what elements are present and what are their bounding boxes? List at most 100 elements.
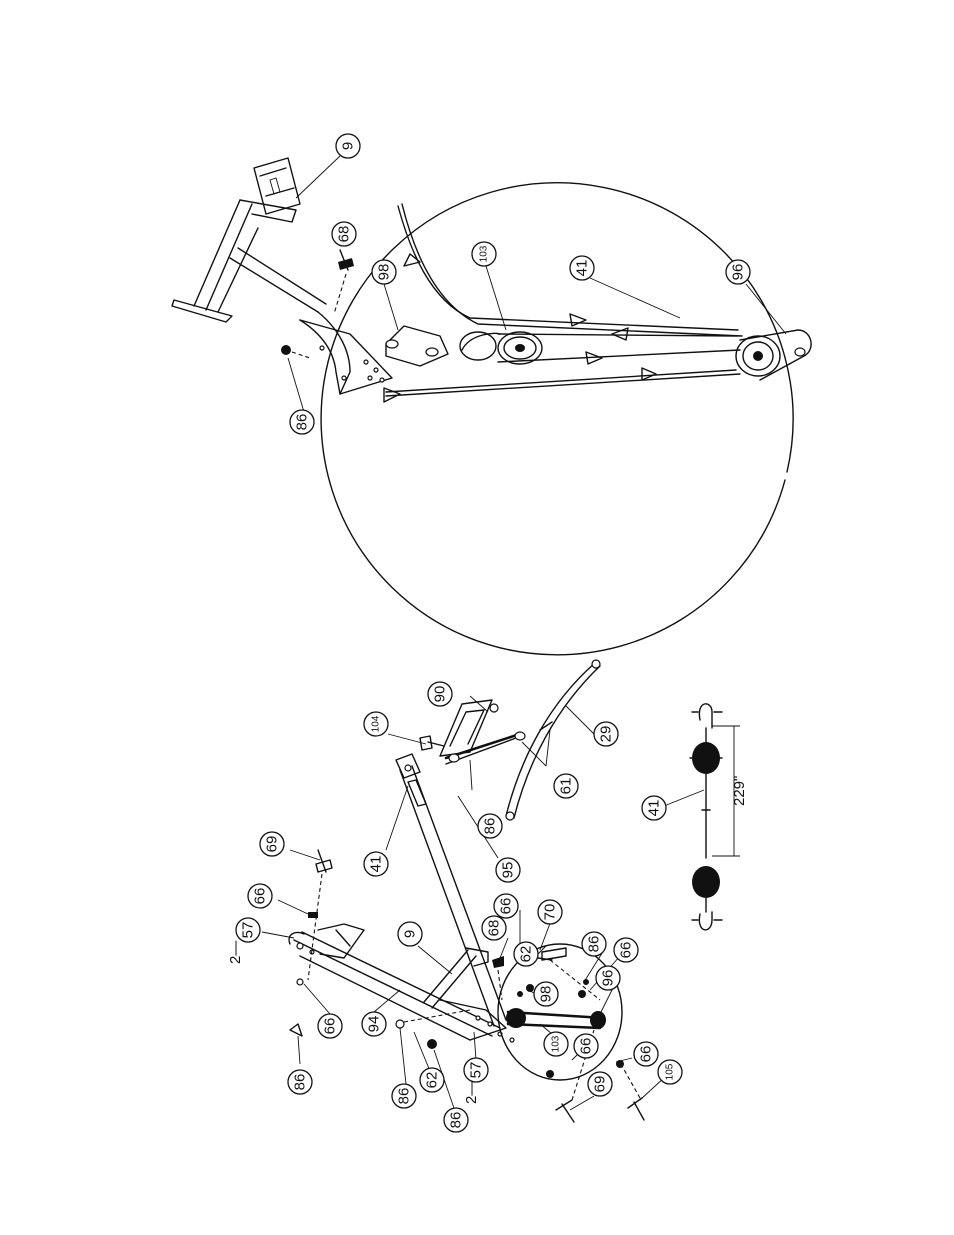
svg-text:86: 86: [482, 818, 499, 835]
svg-text:41: 41: [368, 856, 385, 873]
svg-text:69: 69: [592, 1076, 609, 1093]
callout-41: 41: [569, 255, 595, 281]
svg-text:66: 66: [578, 1038, 595, 1055]
callout-66: 66: [573, 1033, 599, 1059]
svg-text:9: 9: [402, 930, 419, 938]
svg-text:29: 29: [598, 726, 615, 743]
svg-text:104: 104: [371, 715, 382, 732]
svg-text:86: 86: [294, 414, 311, 431]
svg-text:69: 69: [264, 836, 281, 853]
callout-66: 66: [247, 883, 273, 909]
svg-text:66: 66: [638, 1046, 655, 1063]
pulley-circle: [497, 943, 624, 1081]
callout-66: 66: [317, 1013, 343, 1039]
svg-text:94: 94: [366, 1016, 383, 1033]
callout-62: 62: [419, 1067, 445, 1093]
svg-text:66: 66: [252, 888, 269, 905]
callout-95: 95: [495, 857, 521, 883]
callout-86: 86: [289, 409, 315, 435]
callout-96: 96: [595, 965, 621, 991]
svg-text:9: 9: [340, 142, 357, 150]
callout-66: 66: [613, 937, 639, 963]
detail-hardware: [281, 249, 354, 359]
detail-frame: [171, 157, 393, 395]
cable-detail: 229" 41: [641, 703, 748, 931]
svg-text:66: 66: [322, 1018, 339, 1035]
svg-text:96: 96: [730, 264, 747, 281]
callout-86: 86: [287, 1069, 313, 1095]
callout-29: 29: [593, 721, 619, 747]
callout-86: 86: [477, 813, 503, 839]
svg-text:70: 70: [542, 904, 559, 921]
svg-text:90: 90: [432, 686, 449, 703]
callout-98: 98: [371, 259, 397, 285]
quantity-label: 2—: [463, 1081, 480, 1104]
detail-pulley-96: [735, 329, 812, 381]
svg-text:62: 62: [518, 946, 535, 963]
svg-text:68: 68: [486, 920, 503, 937]
callout-66: 66: [493, 893, 519, 919]
svg-text:98: 98: [376, 264, 393, 281]
svg-text:62: 62: [424, 1072, 441, 1089]
svg-text:66: 66: [618, 942, 635, 959]
detail-bracket-98: [385, 325, 449, 367]
callout-61: 61: [553, 773, 579, 799]
callout-57: 57: [463, 1057, 489, 1083]
svg-text:103: 103: [479, 245, 490, 262]
callout-69: 69: [259, 831, 285, 857]
svg-text:98: 98: [538, 986, 555, 1003]
callout-86: 86: [443, 1107, 469, 1133]
svg-text:105: 105: [665, 1063, 676, 1080]
arm-9: [423, 947, 515, 1043]
callout-104: 104: [363, 711, 389, 737]
callout-103: 103: [543, 1031, 569, 1057]
detail-view: 9 68 98 103 41 96 86: [171, 133, 812, 656]
svg-text:66: 66: [498, 898, 515, 915]
callout-68: 68: [481, 915, 507, 941]
detail-circle: [320, 182, 794, 656]
exploded-view: 90 104 29 61 86 41 95 69 66 9 66 68 70 6…: [227, 659, 683, 1133]
svg-text:103: 103: [551, 1035, 562, 1052]
svg-text:96: 96: [600, 970, 617, 987]
callout-66: 66: [633, 1041, 659, 1067]
callout-103: 103: [471, 241, 497, 267]
callout-86: 86: [581, 931, 607, 957]
callout-41: 41: [641, 795, 667, 821]
cable-length-dimension: 229": [731, 776, 748, 806]
callout-41: 41: [363, 851, 389, 877]
exploded-hardware: [289, 849, 645, 1123]
callout-105: 105: [657, 1059, 683, 1085]
detail-cable: [383, 203, 743, 403]
svg-text:61: 61: [558, 778, 575, 795]
svg-text:57: 57: [240, 922, 257, 939]
callout-96: 96: [725, 259, 751, 285]
svg-text:95: 95: [500, 862, 517, 879]
svg-text:86: 86: [396, 1088, 413, 1105]
tube-95: [395, 753, 507, 1027]
callout-9: 9: [397, 921, 423, 947]
callout-57: 57: [235, 917, 261, 943]
callout-62: 62: [513, 941, 539, 967]
svg-text:68: 68: [336, 226, 353, 243]
svg-text:86: 86: [292, 1074, 309, 1091]
svg-text:86: 86: [448, 1112, 465, 1129]
svg-text:57: 57: [468, 1062, 485, 1079]
detail-pulley-103: [459, 331, 543, 365]
rail-94: [288, 923, 501, 1041]
callout-90: 90: [427, 681, 453, 707]
svg-text:41: 41: [574, 260, 591, 277]
callout-68: 68: [331, 221, 357, 247]
quantity-label: 2—: [227, 941, 244, 964]
svg-text:41: 41: [646, 800, 663, 817]
callout-94: 94: [361, 1011, 387, 1037]
detail-leaders: [287, 155, 787, 413]
callout-69: 69: [587, 1071, 613, 1097]
callout-86: 86: [391, 1083, 417, 1109]
callout-98: 98: [533, 981, 559, 1007]
handle-assembly: [419, 659, 601, 821]
callout-9: 9: [335, 133, 361, 159]
svg-text:86: 86: [586, 936, 603, 953]
callout-70: 70: [537, 899, 563, 925]
